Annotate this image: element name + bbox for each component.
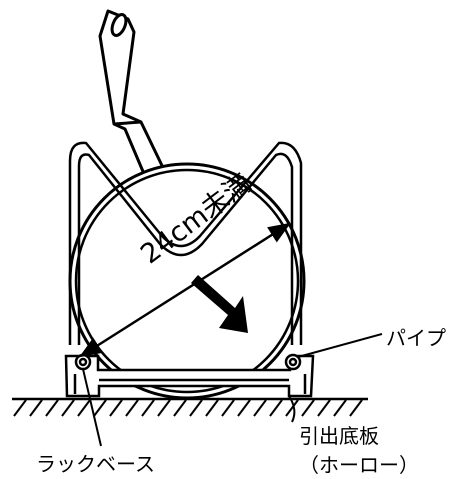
floor-hatch-mark: [13, 399, 27, 417]
floor-hatch-mark: [157, 399, 171, 417]
floor-hatch-mark: [269, 399, 283, 417]
pan-rim: [74, 168, 300, 394]
floor-hatch-mark: [237, 399, 251, 417]
floor-hatch-mark: [77, 399, 91, 417]
floor-hatch-mark: [317, 399, 331, 417]
floor-hatch-mark: [205, 399, 219, 417]
tray-material-label: （ホーロー）: [299, 453, 419, 477]
floor-hatch-mark: [333, 399, 347, 417]
floor-hatch-mark: [109, 399, 123, 417]
pan-handle: [98, 9, 170, 190]
dimension-arrow: [79, 222, 291, 358]
tray-label: 引出底板: [299, 424, 379, 448]
floor-hatch-mark: [253, 399, 267, 417]
floor-hatch-mark: [141, 399, 155, 417]
rack-base: [64, 354, 315, 398]
rack-base-label: ラックベース: [36, 452, 155, 476]
floor-hatch-mark: [221, 399, 235, 417]
floor-hatch-mark: [285, 399, 299, 417]
handle-hole: [110, 13, 128, 37]
leader-lines: [82, 333, 383, 447]
floor-hatch-mark: [29, 399, 43, 417]
pipe-ends: [74, 353, 302, 371]
floor-tray: [12, 397, 368, 417]
floor-hatch-mark: [189, 399, 203, 417]
floor-hatch-mark: [125, 399, 139, 417]
floor-hatch-mark: [93, 399, 107, 417]
pipe-label: パイプ: [386, 326, 446, 350]
floor-hatch-mark: [61, 399, 75, 417]
floor-hatch-mark: [349, 399, 363, 417]
floor-hatch-mark: [301, 399, 315, 417]
insert-direction-arrow: [191, 275, 248, 333]
floor-hatch-mark: [173, 399, 187, 417]
floor-hatch-mark: [45, 399, 59, 417]
